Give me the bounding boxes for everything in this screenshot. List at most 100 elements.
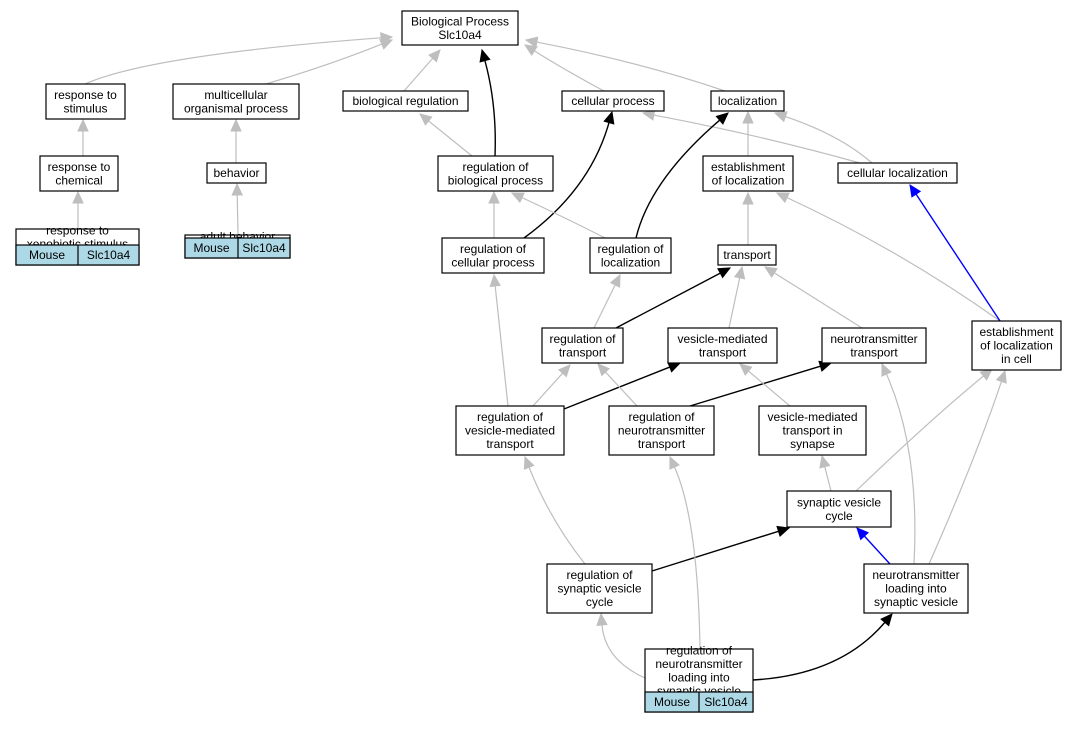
node-cellular-localization[interactable]: cellular localization xyxy=(837,162,958,184)
edge-arrowhead xyxy=(717,267,732,279)
edge-regulation-of-transport-to-transport xyxy=(615,267,732,329)
edge-regulation-of-cellular-process-to-cellular-process xyxy=(523,110,615,239)
node-box xyxy=(45,83,126,120)
node-label-line: establishment xyxy=(711,160,786,174)
node-transport[interactable]: transport xyxy=(717,244,777,266)
node-label-line: response to xyxy=(54,88,117,102)
node-label-line: transport xyxy=(699,345,747,359)
node-box xyxy=(541,327,624,364)
node-box xyxy=(702,155,794,192)
edge-arrowhead xyxy=(733,265,746,280)
edge-arrowhead xyxy=(609,273,621,288)
node-label-line: vesicle-mediated xyxy=(677,332,767,346)
edge-arrowhead xyxy=(742,110,754,124)
node-label-line: transport xyxy=(723,248,771,262)
node-label-line: establishment xyxy=(979,325,1054,339)
edge-line xyxy=(773,272,863,329)
node-label-line: transport xyxy=(638,437,686,451)
edge-line xyxy=(563,366,671,410)
node-label-line: chemical xyxy=(55,173,102,187)
node-box xyxy=(546,563,653,614)
edge-line xyxy=(484,60,496,157)
node-label-line: synaptic vesicle xyxy=(797,495,881,509)
edge-line xyxy=(528,467,586,565)
edge-arrowhead xyxy=(72,190,84,204)
edge-cellular-process-to-bp-root xyxy=(523,44,605,92)
edge-regulation-of-neurotransmitter-loading-to-regulation-of-neurotransmitter-transport xyxy=(669,455,701,650)
node-box xyxy=(437,155,554,192)
edge-arrowhead xyxy=(510,192,525,204)
node-label-line: response to xyxy=(46,223,109,237)
edge-line xyxy=(428,120,473,157)
edge-arrowhead xyxy=(856,527,870,541)
edge-line xyxy=(236,194,239,236)
edge-line xyxy=(534,50,605,92)
node-localization[interactable]: localization xyxy=(710,90,785,112)
annotation-species: Mouse xyxy=(654,695,690,709)
node-label-line: regulation of xyxy=(460,242,527,256)
node-label-line: localization xyxy=(718,94,777,108)
node-box xyxy=(837,162,958,184)
edge-regulation-of-synaptic-vesicle-cycle-to-synaptic-vesicle-cycle xyxy=(651,525,791,572)
edge-line xyxy=(265,43,383,85)
node-box xyxy=(608,405,715,456)
edge-arrowhead xyxy=(488,190,500,204)
edge-synaptic-vesicle-cycle-to-vesicle-mediated-transport-in-synapse xyxy=(819,454,832,492)
node-box xyxy=(39,155,119,192)
edge-vesicle-mediated-transport-in-synapse-to-vesicle-mediated-transport xyxy=(739,363,791,407)
edge-adult-behavior-to-behavior xyxy=(231,182,243,236)
edge-neurotransmitter-loading-into-synaptic-vesicle-to-synaptic-vesicle-cycle xyxy=(856,527,891,565)
node-behavior[interactable]: behavior xyxy=(206,162,267,184)
edge-arrowhead xyxy=(231,182,243,196)
node-label-line: regulation of xyxy=(566,568,633,582)
edge-vesicle-mediated-transport-to-transport xyxy=(728,265,746,329)
edge-line xyxy=(863,535,891,565)
edge-regulation-of-localization-to-regulation-of-biological-process xyxy=(510,192,606,239)
node-cellular-process[interactable]: cellular process xyxy=(561,90,665,112)
node-label-line: transport in xyxy=(782,424,842,438)
node-label-line: stimulus xyxy=(63,101,107,115)
edge-regulation-of-vesicle-mediated-transport-to-regulation-of-transport xyxy=(532,364,571,407)
node-label-line: synapse xyxy=(790,437,835,451)
node-biological-regulation[interactable]: biological regulation xyxy=(342,90,469,112)
node-label-line: cellular process xyxy=(451,255,534,269)
edge-regulation-of-biological-process-to-bp-root xyxy=(479,48,496,157)
edge-line xyxy=(605,371,638,407)
edge-arrowhead xyxy=(979,368,993,381)
node-label-line: localization xyxy=(601,255,660,269)
edge-establishment-of-localization-in-cell-to-establishment-of-localization xyxy=(775,192,1001,322)
edge-line xyxy=(653,114,861,164)
edge-arrowhead xyxy=(995,369,1007,384)
edge-biological-regulation-to-bp-root xyxy=(403,49,441,92)
edge-line xyxy=(885,373,916,565)
edge-neurotransmitter-loading-into-synaptic-vesicle-to-establishment-of-localization-in-cell xyxy=(928,369,1007,565)
node-label-line: neurotransmitter xyxy=(830,332,917,346)
edge-line xyxy=(855,375,984,492)
node-label-line: transport xyxy=(486,437,534,451)
edge-arrowhead xyxy=(523,44,538,57)
node-label-line: behavior xyxy=(213,166,259,180)
edge-arrowhead xyxy=(773,111,788,123)
